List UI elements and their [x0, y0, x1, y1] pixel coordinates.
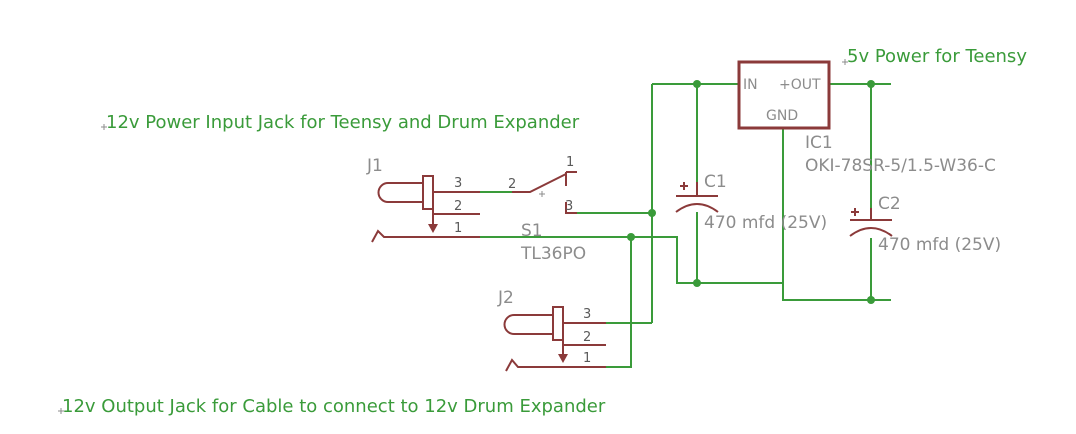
- ic1-value: OKI-78SR-5/1.5-W36-C: [805, 156, 996, 176]
- c2-name: C2: [878, 194, 901, 214]
- jack-j2: J2 3 2 1: [497, 288, 606, 372]
- note-output-jack-text: 12v Output Jack for Cable to connect to …: [62, 396, 606, 417]
- s1-pin1: 1: [566, 155, 574, 170]
- s1-pin2: 2: [508, 177, 516, 192]
- s1-pin3: 3: [565, 199, 573, 214]
- j1-pin3: 3: [454, 176, 462, 191]
- junction-dot: [867, 296, 875, 304]
- ic1-name: IC1: [805, 133, 833, 153]
- junction-dot: [693, 80, 701, 88]
- j2-name: J2: [497, 288, 514, 308]
- s1-name: S1: [521, 221, 543, 241]
- jack-j1: J1 3 2 1: [366, 156, 480, 243]
- note-output-jack: 12v Output Jack for Cable to connect to …: [58, 396, 606, 417]
- ic1-pin-in: IN: [743, 77, 758, 93]
- j1-pin1: 1: [454, 221, 462, 236]
- note-power-out-text: 5v Power for Teensy: [847, 46, 1027, 67]
- junction-dot: [867, 80, 875, 88]
- ic1-pin-gnd: GND: [766, 108, 798, 124]
- switch-s1: 2 1 3 S1 TL36PO: [508, 155, 586, 264]
- note-power-in: 12v Power Input Jack for Teensy and Drum…: [101, 112, 580, 133]
- capacitor-c1: C1 470 mfd (25V): [675, 172, 827, 233]
- j2-pin3: 3: [583, 307, 591, 322]
- junction-dot: [648, 209, 656, 217]
- c1-name: C1: [704, 172, 727, 192]
- s1-value: TL36PO: [520, 244, 586, 264]
- j1-name: J1: [366, 156, 383, 176]
- j2-pin1: 1: [583, 351, 591, 366]
- junctions: [627, 80, 875, 304]
- junction-dot: [693, 279, 701, 287]
- j1-pin2: 2: [454, 199, 462, 214]
- note-power-in-text: 12v Power Input Jack for Teensy and Drum…: [106, 112, 580, 133]
- wires: [480, 83, 891, 368]
- c1-value: 470 mfd (25V): [704, 213, 827, 233]
- note-power-out: 5v Power for Teensy: [842, 46, 1027, 67]
- j2-pin2: 2: [583, 330, 591, 345]
- regulator-ic1: IN +OUT GND IC1 OKI-78SR-5/1.5-W36-C: [737, 60, 996, 176]
- c2-value: 470 mfd (25V): [878, 235, 1001, 255]
- ic1-pin-out: +OUT: [779, 77, 821, 93]
- junction-dot: [627, 233, 635, 241]
- capacitor-c2: C2 470 mfd (25V): [849, 194, 1001, 255]
